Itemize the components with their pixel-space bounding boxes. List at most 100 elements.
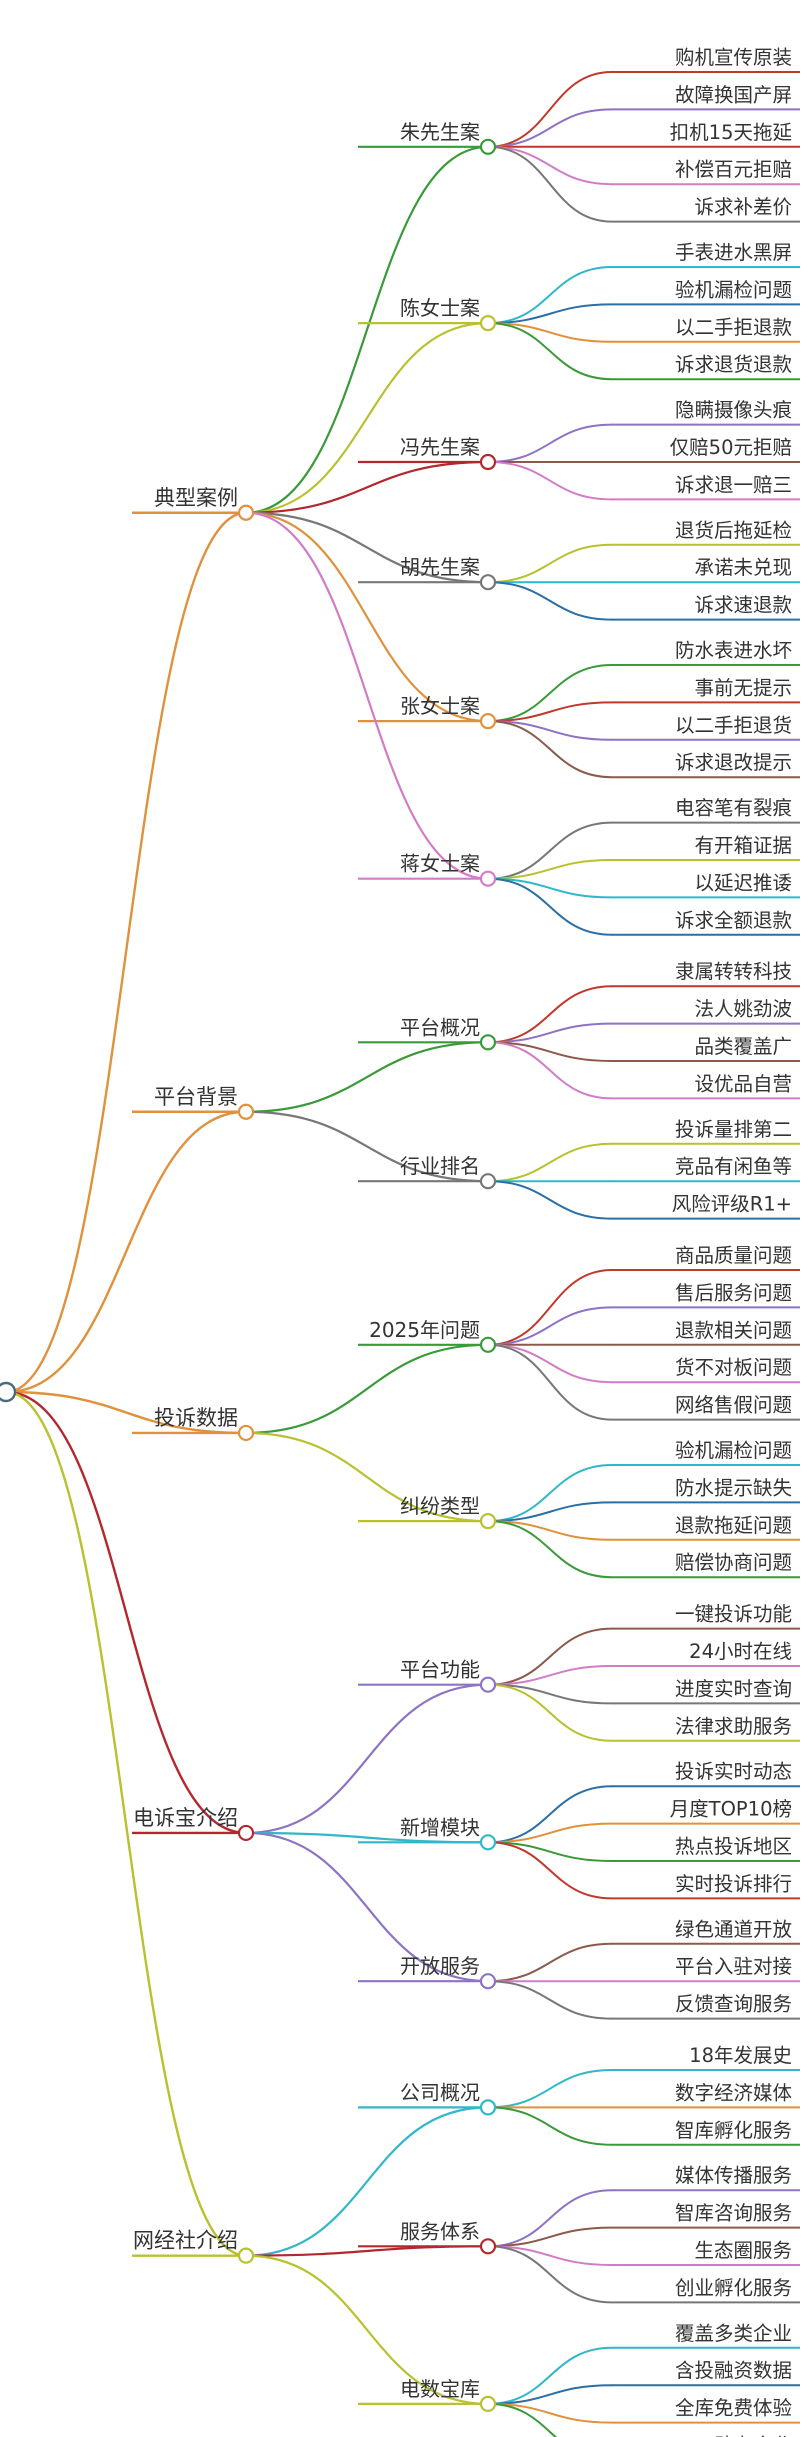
branch-label-4[interactable]: 电诉宝介绍 [133, 1806, 238, 1830]
branch-node-2[interactable] [237, 1103, 255, 1120]
leaf-label-1-4-2[interactable]: 承诺未兑现 [694, 556, 792, 579]
topic-label-2-2[interactable]: 行业排名 [400, 1154, 480, 1178]
topic-node-1-2[interactable] [479, 315, 497, 332]
leaf-label-5-2-2[interactable]: 智库咨询服务 [675, 2202, 792, 2225]
leaf-label-1-3-3[interactable]: 诉求退一赔三 [675, 473, 792, 496]
topic-node-1-1[interactable] [479, 138, 497, 155]
leaf-label-5-2-3[interactable]: 生态圈服务 [694, 2239, 792, 2262]
topic-node-3-2[interactable] [479, 1512, 497, 1530]
leaf-label-5-2-1[interactable]: 媒体传播服务 [675, 2164, 792, 2187]
topic-label-3-2[interactable]: 纠纷类型 [400, 1494, 480, 1518]
topic-label-4-2[interactable]: 新增模块 [400, 1815, 480, 1839]
leaf-label-3-2-3[interactable]: 退款拖延问题 [675, 1514, 792, 1537]
topic-node-2-2[interactable] [479, 1173, 497, 1190]
branch-node-3[interactable] [237, 1424, 255, 1442]
leaf-label-1-3-2[interactable]: 仅赔50元拒赔 [670, 436, 792, 459]
topic-label-1-5[interactable]: 张女士案 [400, 694, 480, 718]
leaf-label-1-1-4[interactable]: 补偿百元拒赔 [675, 158, 792, 181]
leaf-label-2-2-2[interactable]: 竞品有闲鱼等 [675, 1155, 792, 1178]
branch-label-5[interactable]: 网经社介绍 [133, 2229, 238, 2253]
topic-label-2-1[interactable]: 平台概况 [400, 1015, 480, 1039]
leaf-label-5-3-1[interactable]: 覆盖多类企业 [675, 2322, 792, 2345]
topic-node-4-3[interactable] [479, 1973, 497, 1990]
topic-label-5-1[interactable]: 公司概况 [400, 2080, 480, 2104]
leaf-label-2-1-2[interactable]: 法人姚劲波 [694, 998, 792, 1021]
topic-node-4-1[interactable] [479, 1676, 497, 1693]
leaf-label-4-2-3[interactable]: 热点投诉地区 [675, 1835, 792, 1858]
leaf-label-5-1-2[interactable]: 数字经济媒体 [675, 2081, 792, 2104]
leaf-label-4-1-2[interactable]: 24小时在线 [689, 1640, 792, 1663]
topic-label-5-3[interactable]: 电数宝库 [400, 2377, 480, 2401]
leaf-label-5-3-2[interactable]: 含投融资数据 [675, 2359, 792, 2382]
leaf-label-3-2-4[interactable]: 赔偿协商问题 [675, 1551, 792, 1574]
leaf-label-4-3-1[interactable]: 绿色通道开放 [675, 1918, 792, 1941]
topic-label-5-2[interactable]: 服务体系 [400, 2219, 480, 2243]
topic-node-5-1[interactable] [479, 2099, 497, 2116]
leaf-label-3-1-3[interactable]: 退款相关问题 [675, 1319, 792, 1342]
leaf-label-1-2-2[interactable]: 验机漏检问题 [675, 278, 792, 301]
leaf-label-1-1-2[interactable]: 故障换国产屏 [675, 83, 792, 106]
leaf-label-4-2-1[interactable]: 投诉实时动态 [675, 1760, 792, 1783]
leaf-label-1-5-4[interactable]: 诉求退改提示 [675, 751, 792, 774]
topic-label-1-2[interactable]: 陈女士案 [400, 296, 480, 320]
leaf-label-1-5-1[interactable]: 防水表进水坏 [675, 639, 792, 662]
topic-node-1-6[interactable] [479, 870, 497, 887]
topic-node-5-3[interactable] [479, 2395, 497, 2412]
leaf-label-4-1-3[interactable]: 进度实时查询 [675, 1677, 792, 1700]
topic-label-4-1[interactable]: 平台功能 [400, 1658, 480, 1682]
branch-label-1[interactable]: 典型案例 [154, 486, 238, 510]
topic-node-3-1[interactable] [479, 1336, 497, 1353]
branch-node-1[interactable] [237, 504, 255, 521]
leaf-label-1-2-1[interactable]: 手表进水黑屏 [675, 241, 792, 264]
leaf-label-2-1-4[interactable]: 设优品自营 [694, 1072, 792, 1095]
topic-label-1-1[interactable]: 朱先生案 [400, 120, 480, 144]
branch-node-4[interactable] [237, 1824, 255, 1842]
leaf-label-4-2-2[interactable]: 月度TOP10榜 [670, 1798, 792, 1821]
topic-node-1-5[interactable] [479, 712, 497, 730]
leaf-label-4-1-1[interactable]: 一键投诉功能 [675, 1603, 792, 1626]
leaf-label-5-3-4[interactable]: 助力企业 [714, 2434, 792, 2437]
leaf-label-5-2-4[interactable]: 创业孵化服务 [675, 2276, 792, 2299]
leaf-label-3-1-4[interactable]: 货不对板问题 [675, 1356, 792, 1379]
leaf-label-1-5-2[interactable]: 事前无提示 [694, 676, 792, 699]
leaf-label-1-6-2[interactable]: 有开箱证据 [694, 834, 792, 857]
topic-node-2-1[interactable] [479, 1034, 497, 1051]
topic-node-1-4[interactable] [479, 574, 497, 591]
leaf-label-5-1-1[interactable]: 18年发展史 [689, 2044, 792, 2067]
leaf-label-4-1-4[interactable]: 法律求助服务 [675, 1715, 792, 1738]
leaf-label-1-4-1[interactable]: 退货后拖延检 [675, 519, 792, 542]
leaf-label-2-1-3[interactable]: 品类覆盖广 [694, 1035, 792, 1058]
leaf-label-1-1-1[interactable]: 购机宣传原装 [675, 46, 792, 69]
topic-label-1-4[interactable]: 胡先生案 [400, 555, 480, 579]
topic-label-3-1[interactable]: 2025年问题 [369, 1318, 480, 1342]
leaf-label-3-1-2[interactable]: 售后服务问题 [675, 1281, 792, 1304]
leaf-label-1-6-4[interactable]: 诉求全额退款 [675, 909, 792, 932]
topic-node-1-3[interactable] [479, 453, 497, 471]
branch-node-5[interactable] [237, 2247, 255, 2264]
branch-label-3[interactable]: 投诉数据 [154, 1406, 238, 1430]
leaf-label-2-1-1[interactable]: 隶属转转科技 [675, 960, 792, 983]
leaf-label-5-1-3[interactable]: 智库孵化服务 [675, 2119, 792, 2142]
leaf-label-3-2-1[interactable]: 验机漏检问题 [675, 1439, 792, 1462]
leaf-label-4-2-4[interactable]: 实时投诉排行 [675, 1872, 792, 1895]
leaf-label-1-6-1[interactable]: 电容笔有裂痕 [675, 797, 792, 820]
leaf-label-1-6-3[interactable]: 以延迟推诿 [694, 871, 792, 894]
topic-node-5-2[interactable] [479, 2238, 497, 2255]
leaf-label-3-2-2[interactable]: 防水提示缺失 [675, 1476, 792, 1499]
topic-label-1-3[interactable]: 冯先生案 [400, 435, 480, 459]
leaf-label-2-2-3[interactable]: 风险评级R1+ [672, 1193, 792, 1216]
leaf-label-2-2-1[interactable]: 投诉量排第二 [675, 1118, 792, 1141]
root-node[interactable] [0, 1381, 17, 1403]
topic-label-1-6[interactable]: 蒋女士案 [400, 852, 480, 876]
leaf-label-1-1-5[interactable]: 诉求补差价 [694, 196, 792, 219]
leaf-label-1-1-3[interactable]: 扣机15天拖延 [670, 121, 792, 144]
leaf-label-4-3-3[interactable]: 反馈查询服务 [675, 1993, 792, 2016]
leaf-label-1-5-3[interactable]: 以二手拒退货 [675, 714, 792, 737]
leaf-label-1-2-4[interactable]: 诉求退货退款 [675, 353, 792, 376]
branch-label-2[interactable]: 平台背景 [154, 1085, 238, 1109]
leaf-label-4-3-2[interactable]: 平台入驻对接 [675, 1955, 792, 1978]
leaf-label-1-3-1[interactable]: 隐瞒摄像头痕 [675, 399, 792, 422]
leaf-label-1-4-3[interactable]: 诉求速退款 [694, 594, 792, 617]
leaf-label-3-1-1[interactable]: 商品质量问题 [675, 1244, 792, 1267]
leaf-label-1-2-3[interactable]: 以二手拒退款 [675, 316, 792, 339]
